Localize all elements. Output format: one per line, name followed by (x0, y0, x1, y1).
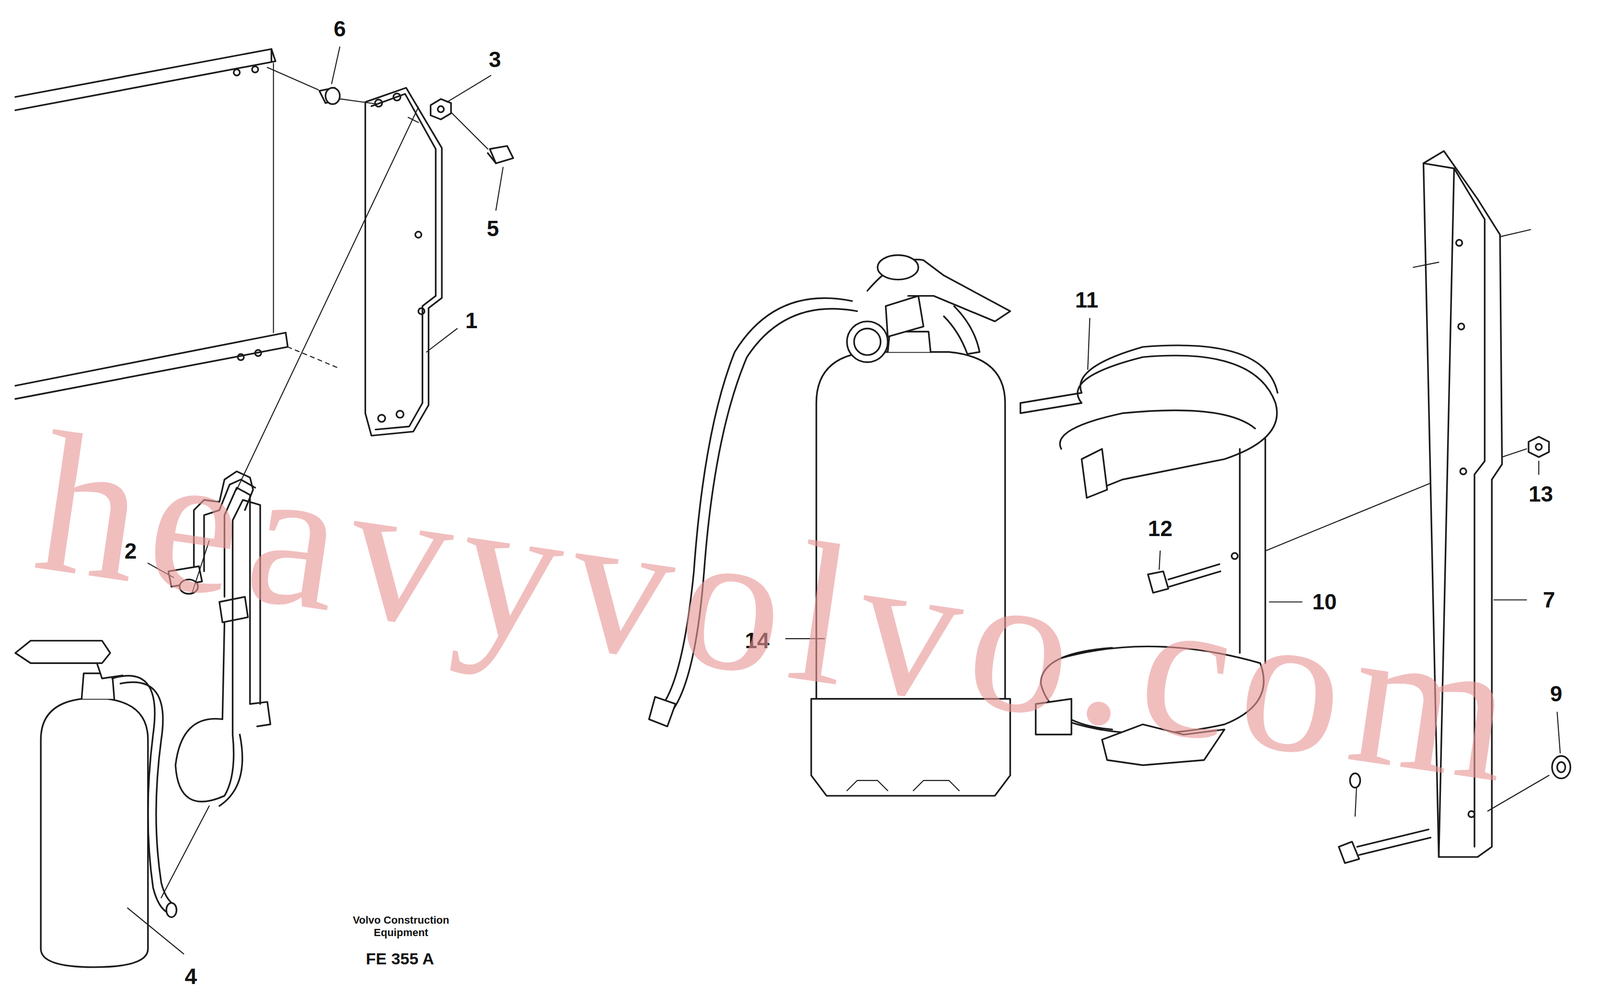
figure-code: FE 355 A (366, 949, 435, 969)
small-extinguisher (15, 640, 177, 967)
callout-number: 6 (333, 15, 346, 42)
callout-number: 4 (184, 963, 197, 990)
callout-number: 12 (1148, 515, 1173, 542)
bracket-plate (365, 87, 442, 436)
callout-number: 9 (1550, 680, 1563, 707)
callout-number: 13 (1528, 481, 1554, 507)
callout-number: 5 (486, 215, 500, 242)
callout-number: 3 (488, 46, 502, 73)
callout-number: 1 (465, 307, 478, 334)
callout-number: 7 (1542, 587, 1556, 613)
wall-frame (15, 48, 337, 399)
maker-caption: Volvo Construction Equipment (345, 914, 457, 939)
fasteners-top (267, 67, 514, 164)
callout-number: 11 (1075, 287, 1099, 313)
watermark: heavyvolvo.com (23, 385, 1537, 830)
